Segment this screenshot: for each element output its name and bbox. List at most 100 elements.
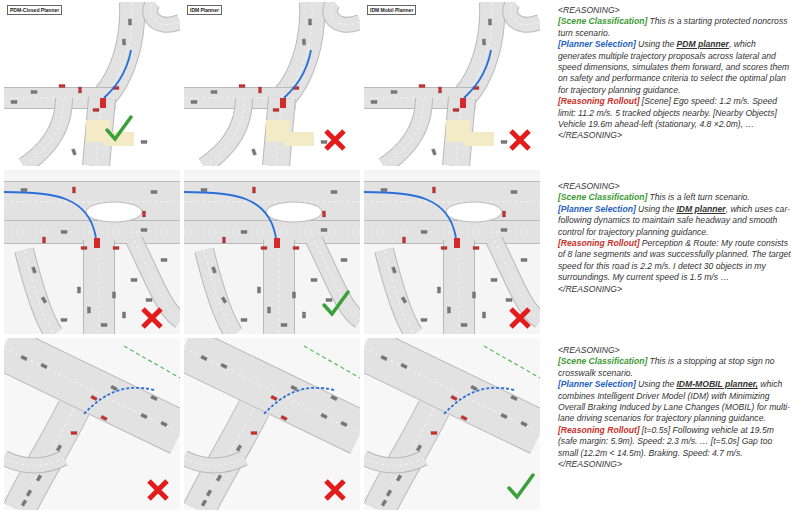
road-edge (494, 240, 540, 320)
area (4, 170, 180, 334)
area (184, 338, 360, 510)
road (314, 240, 360, 320)
reasoning-text: IDM planner (676, 204, 725, 214)
road-edge (384, 98, 424, 166)
vehicle (141, 413, 148, 418)
road (134, 240, 180, 320)
area (364, 338, 540, 510)
vehicle (371, 101, 377, 104)
lane-line (104, 2, 132, 97)
vehicle (471, 385, 478, 390)
red-marker (271, 395, 278, 400)
vehicle (111, 385, 118, 390)
lane-line (364, 348, 540, 433)
vehicle (32, 267, 37, 274)
vehicle (321, 229, 327, 232)
vehicle (438, 287, 441, 293)
reasoning-block: <REASONING>[Scene Classification]This is… (558, 345, 794, 470)
planner-name: IDM Planner (190, 7, 219, 13)
vehicle (72, 149, 77, 156)
cross-stroke (326, 131, 344, 149)
red-marker (403, 237, 406, 243)
lane-line (24, 98, 64, 166)
vehicle (201, 189, 207, 192)
vehicle (311, 279, 317, 282)
vehicle (293, 292, 296, 298)
vehicle (341, 421, 348, 426)
red-marker (59, 85, 65, 88)
vehicle (221, 297, 227, 304)
scenario-map (364, 338, 540, 510)
lane-line (364, 458, 424, 466)
reasoning-paragraph: [Planner Selection]Using thePDM planner,… (558, 39, 794, 96)
road (384, 98, 424, 166)
red-marker (143, 211, 146, 217)
vehicle (396, 475, 402, 482)
road (510, 2, 540, 25)
road (364, 458, 424, 466)
road-edge (104, 2, 132, 97)
reasoning-paragraph: [Planner Selection]Using theIDM-MOBIL pl… (558, 379, 794, 425)
vehicle (201, 500, 207, 507)
road (364, 182, 540, 222)
vehicle (151, 395, 158, 400)
scenario-map (184, 170, 360, 334)
road-edge (184, 181, 360, 223)
reasoning-text: This is a left turn scenario. (649, 192, 749, 202)
vehicle (392, 267, 397, 274)
vehicle (501, 141, 507, 144)
scenario-map (184, 338, 360, 510)
route-line (124, 346, 180, 378)
cross-stroke (326, 481, 344, 499)
reasoning-paragraph: <REASONING> (558, 5, 794, 16)
road-edge (4, 458, 64, 466)
vehicle (61, 319, 67, 322)
check-stroke (509, 475, 533, 497)
vehicle (161, 421, 168, 426)
reasoning-text: <REASONING> (558, 345, 620, 355)
vehicle (201, 355, 208, 360)
reasoning-paragraph: [Reasoning Rollout][Scene] Ego speed: 1.… (558, 96, 794, 130)
vehicle (211, 91, 217, 94)
reasoning-paragraph: <REASONING> (558, 181, 794, 192)
traffic-island (446, 202, 502, 222)
reasoning-paragraph: </REASONING> (558, 130, 794, 141)
vehicle (212, 267, 217, 274)
lane-line (24, 250, 54, 334)
route-line (304, 346, 360, 378)
road-edge (4, 348, 180, 433)
reasoning-block: <REASONING>[Scene Classification]This is… (558, 181, 794, 295)
reasoning-text: Using the (638, 379, 674, 389)
road-edge (263, 240, 295, 334)
lane-line (279, 240, 280, 334)
reasoning-paragraph: </REASONING> (558, 459, 794, 470)
ego-vehicle (274, 238, 280, 248)
vehicle (303, 312, 306, 318)
red-marker (81, 247, 87, 250)
red-marker (93, 109, 99, 112)
road (4, 348, 180, 433)
road-edge (364, 348, 540, 433)
road (4, 182, 180, 222)
road-edge (204, 98, 244, 166)
area (4, 338, 180, 510)
red-marker (259, 87, 262, 93)
vehicle (321, 413, 328, 418)
vehicle (11, 101, 17, 104)
vehicle (331, 395, 338, 400)
road (264, 240, 294, 334)
lane-line (4, 232, 180, 233)
vehicle (341, 259, 347, 262)
red-marker (239, 85, 245, 88)
check-mark (107, 117, 131, 139)
vehicle (386, 490, 392, 497)
reasoning-text: IDM-MOBIL planner, (676, 379, 758, 389)
area (4, 2, 180, 166)
road-edge (443, 240, 475, 334)
trajectory (284, 50, 311, 98)
road-edge (384, 250, 414, 334)
lane-line (364, 232, 540, 233)
vehicle (401, 363, 408, 368)
vehicle (506, 299, 512, 302)
